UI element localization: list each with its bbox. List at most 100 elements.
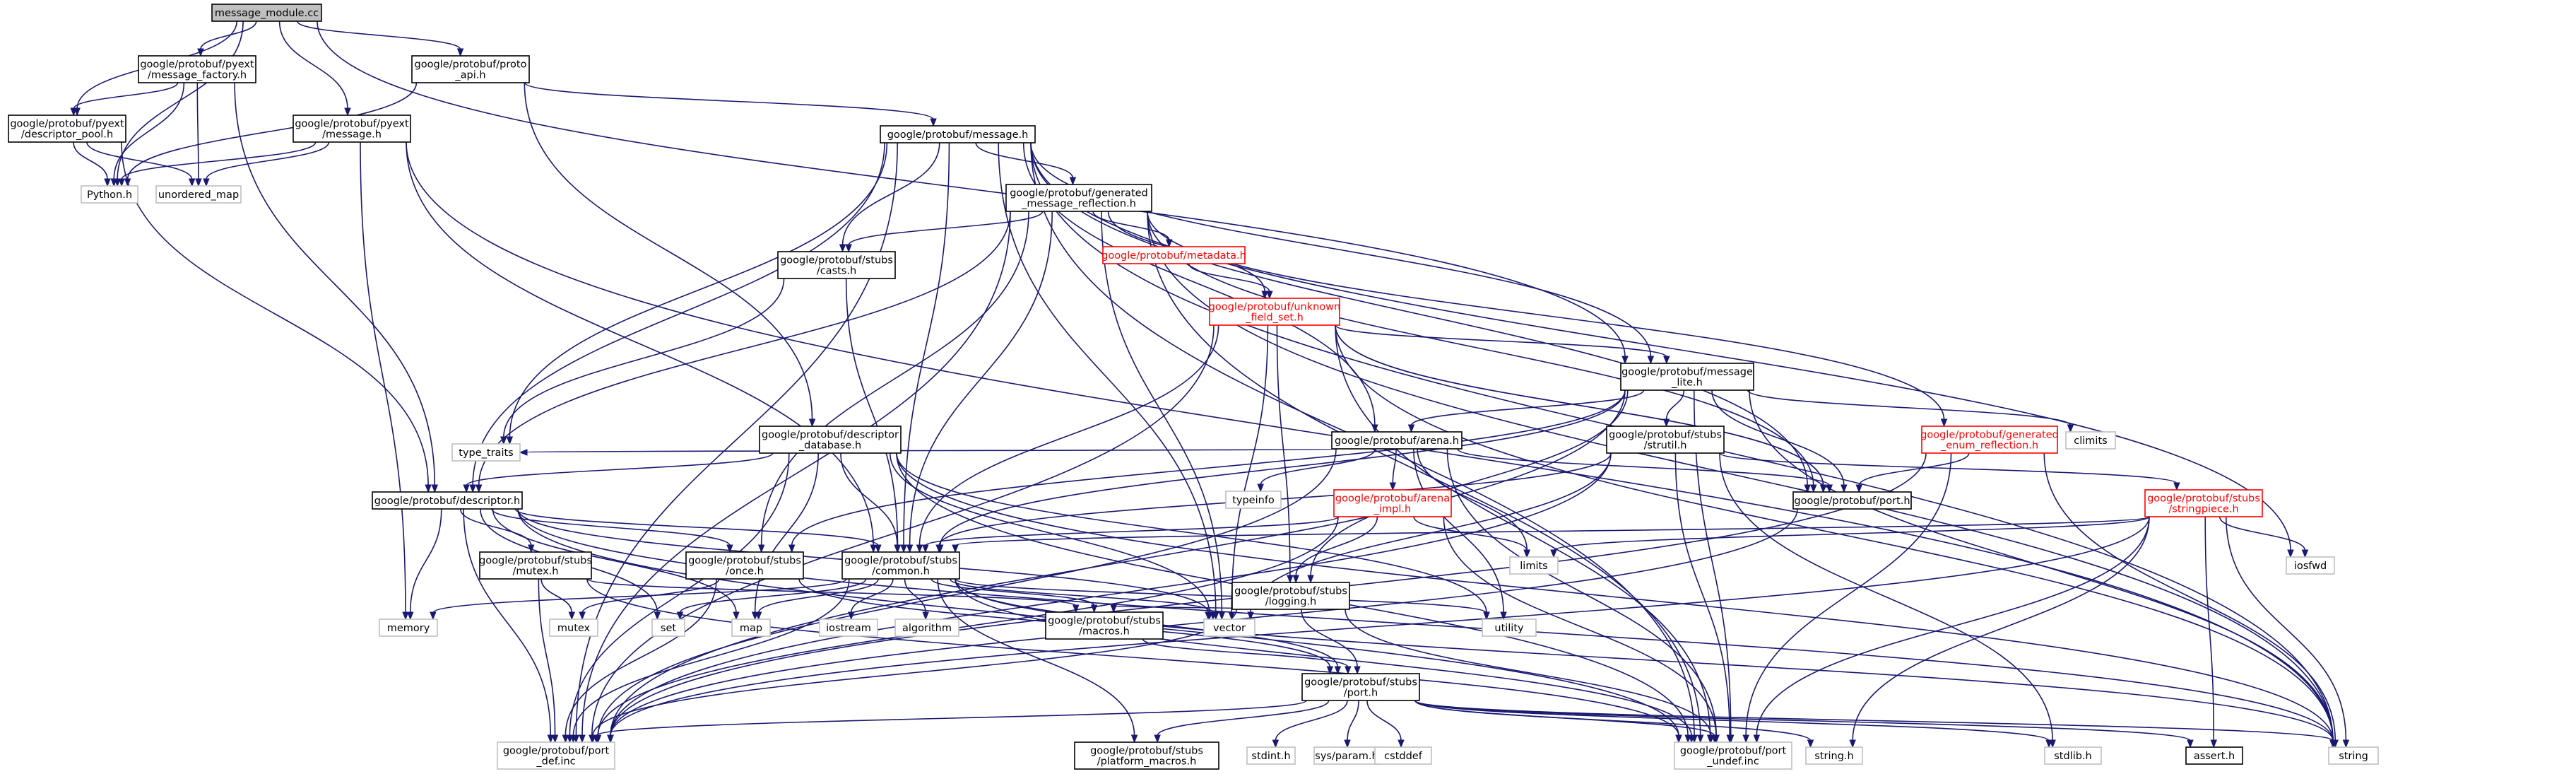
node-message-module[interactable]: message_module.cc	[211, 4, 322, 22]
node-typeinfo[interactable]: typeinfo	[1225, 491, 1282, 509]
edge-line	[592, 609, 1237, 737]
node-utility[interactable]: utility	[1482, 618, 1537, 637]
node-mutex-h[interactable]: google/protobuf/stubs/mutex.h	[479, 551, 592, 580]
edge-arrowhead	[1647, 356, 1655, 365]
node-box	[372, 491, 523, 510]
edge-arrowhead	[1257, 483, 1264, 493]
node-box	[1225, 491, 1282, 509]
node-mutex[interactable]: mutex	[549, 618, 598, 637]
node-iosfwd[interactable]: iosfwd	[2286, 556, 2335, 575]
node-arena[interactable]: google/protobuf/arena.h	[1331, 431, 1463, 450]
edge-line	[596, 700, 1307, 737]
node-casts[interactable]: google/protobuf/stubs/casts.h	[777, 251, 896, 279]
node-label: /macros.h	[1079, 626, 1130, 638]
node-set[interactable]: set	[651, 618, 685, 637]
node-message-lite[interactable]: google/protobuf/message_lite.h	[1620, 363, 1754, 391]
node-map[interactable]: map	[731, 618, 771, 637]
node-unknown-field-set[interactable]: google/protobuf/unknown_field_set.h	[1209, 298, 1341, 326]
node-limits[interactable]: limits	[1509, 556, 1559, 575]
node-vector[interactable]: vector	[1203, 618, 1255, 637]
node-iostream[interactable]: iostream	[819, 618, 878, 637]
node-label: google/protobuf/stubs	[1234, 586, 1347, 597]
node-box	[1203, 618, 1255, 637]
edge-line	[597, 516, 1339, 737]
node-algorithm[interactable]: algorithm	[894, 618, 959, 637]
node-python-h[interactable]: Python.h	[81, 185, 138, 204]
node-climits[interactable]: climits	[2065, 431, 2116, 450]
edge-stubs-port-to-sys-param	[1344, 700, 1359, 749]
node-type-traits[interactable]: type_traits	[451, 443, 521, 462]
node-gen-msg-refl[interactable]: google/protobuf/generated_message_reflec…	[1005, 184, 1152, 212]
node-box	[819, 618, 878, 637]
edge-gen-msg-refl-to-descriptor-h	[475, 211, 1011, 493]
edge-stringpiece-to-port-def	[607, 516, 2150, 744]
edge-descriptor-h-to-common-h	[514, 508, 882, 553]
node-common-h[interactable]: google/protobuf/stubs/common.h	[841, 551, 960, 580]
node-strutil[interactable]: google/protobuf/stubs/strutil.h	[1606, 426, 1725, 454]
edge-common-h-to-memory	[430, 578, 847, 621]
node-label: type_traits	[459, 447, 513, 459]
node-cstddef[interactable]: cstddef	[1374, 746, 1432, 765]
edge-once-h-to-port-def	[562, 578, 717, 744]
edge-line	[1276, 324, 1291, 577]
edge-line	[1157, 700, 1330, 737]
edge-line	[538, 578, 556, 737]
node-message-h[interactable]: google/protobuf/message.h	[880, 125, 1036, 143]
edge-arrowhead	[506, 436, 514, 445]
edge-descriptor-database-to-common-h	[840, 452, 901, 553]
edge-gen-enum-refl-to-port-undef	[1742, 452, 1952, 744]
edge-line	[121, 141, 317, 180]
node-box	[549, 618, 598, 637]
node-memory[interactable]: memory	[379, 618, 438, 637]
edge-arrowhead	[1663, 356, 1670, 365]
edge-line	[1147, 211, 1701, 737]
node-platform-macros[interactable]: google/protobuf/stubs/platform_macros.h	[1074, 741, 1219, 770]
edge-arrowhead	[1334, 666, 1342, 675]
node-string-h[interactable]: string.h	[1805, 746, 1863, 765]
node-stdint[interactable]: stdint.h	[1246, 746, 1296, 765]
node-macros-h[interactable]: google/protobuf/stubs/macros.h	[1045, 611, 1164, 640]
edge-message-factory-to-descriptor-h	[234, 82, 439, 493]
node-box	[2065, 431, 2116, 450]
node-box	[759, 426, 902, 454]
node-assert-h[interactable]: assert.h	[2185, 746, 2243, 765]
node-unordered-map[interactable]: unordered_map	[155, 185, 242, 204]
edge-arrowhead	[188, 178, 196, 187]
node-stringpiece[interactable]: google/protobuf/stubs/stringpiece.h	[2144, 489, 2263, 517]
edge-line	[975, 142, 1074, 179]
node-gen-enum-refl[interactable]: google/protobuf/generated_enum_reflectio…	[1920, 426, 2059, 454]
edge-line	[492, 508, 737, 614]
edge-mutex-h-to-mutex	[540, 578, 576, 621]
node-message-factory[interactable]: google/protobuf/pyext/message_factory.h	[138, 55, 256, 83]
edge-line	[1301, 609, 1358, 668]
edge-message-module-to-proto-api	[296, 20, 464, 57]
edge-line	[478, 211, 1011, 486]
node-descriptor-pool[interactable]: google/protobuf/pyext/descriptor_pool.h	[8, 115, 126, 143]
node-pyext-message[interactable]: google/protobuf/pyext/message.h	[293, 115, 411, 143]
node-port-undef[interactable]: google/protobuf/port_undef.inc	[1674, 741, 1792, 770]
node-descriptor-database[interactable]: google/protobuf/descriptor_database.h	[759, 426, 902, 454]
edge-arrowhead	[1855, 484, 1862, 493]
node-box	[880, 125, 1036, 143]
node-metadata[interactable]: google/protobuf/metadata.h	[1101, 246, 1246, 264]
node-once-h[interactable]: google/protobuf/stubs/once.h	[685, 551, 804, 580]
edge-arrowhead	[1326, 666, 1334, 675]
node-sys-param[interactable]: sys/param.h	[1313, 746, 1380, 765]
node-stubs-port[interactable]: google/protobuf/stubs/port.h	[1301, 673, 1420, 701]
node-box	[841, 551, 960, 580]
node-proto-api[interactable]: google/protobuf/proto_api.h	[411, 55, 530, 83]
node-stdlib-h[interactable]: stdlib.h	[2044, 746, 2102, 765]
edge-line	[757, 578, 879, 614]
node-logging-h[interactable]: google/protobuf/stubs/logging.h	[1231, 582, 1350, 610]
edge-line	[1747, 389, 2072, 426]
edge-arrowhead	[1696, 734, 1704, 744]
edge-descriptor-h-to-port-def	[463, 508, 555, 744]
node-port-def[interactable]: google/protobuf/port_def.inc	[497, 741, 615, 770]
node-box	[2144, 489, 2263, 517]
node-string[interactable]: string	[2328, 746, 2379, 765]
node-arena-impl[interactable]: google/protobuf/arena_impl.h	[1333, 489, 1452, 517]
edge-line	[1852, 516, 2150, 741]
edge-arrowhead	[1218, 611, 1226, 621]
node-descriptor-h[interactable]: google/protobuf/descriptor.h	[372, 491, 523, 510]
node-port-h[interactable]: google/protobuf/port.h	[1792, 491, 1912, 510]
